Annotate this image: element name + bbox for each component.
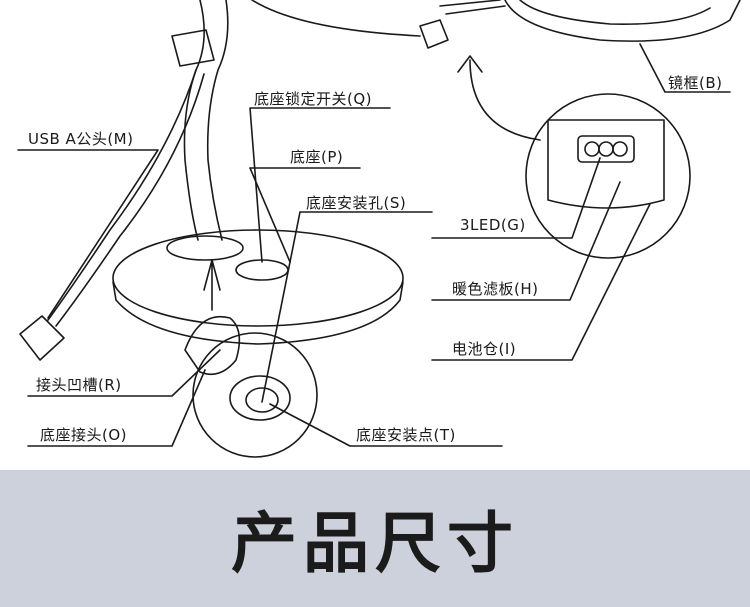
- battery-housing: [547, 119, 665, 209]
- led-module: [577, 135, 635, 163]
- led-1: [584, 141, 600, 157]
- leader-battery: [431, 203, 651, 361]
- leader-usb: [17, 149, 159, 319]
- base-lock-hole: [235, 259, 289, 281]
- usb-cable: [47, 69, 197, 321]
- leader-base-lock: [249, 107, 391, 263]
- label-battery-compartment: 电池仓(I): [452, 340, 517, 358]
- leader-groove: [27, 349, 221, 397]
- clamp: [171, 29, 215, 67]
- product-diagram: 镜框(B) 底座锁定开关(Q) USB A公头(M) 底座(P) 底座安装孔(S…: [17, 0, 741, 458]
- label-base-mount-hole: 底座安装孔(S): [306, 194, 407, 212]
- usb-plug-top: [419, 19, 449, 49]
- label-base-mount-point: 底座安装点(T): [356, 426, 456, 444]
- lamp-illustration: [17, 0, 741, 458]
- leader-mount-hole: [261, 211, 433, 403]
- base-neck: [166, 235, 244, 261]
- label-base-connector: 底座接头(O): [40, 426, 128, 444]
- mirror-frame-leader: [639, 43, 731, 93]
- usb-a-plug: [19, 315, 65, 361]
- mount-point-hole-inner: [245, 387, 279, 413]
- gooseneck-left: [183, 0, 205, 241]
- base-side: [112, 281, 404, 345]
- section-banner: 产品尺寸: [0, 470, 750, 607]
- label-base: 底座(P): [290, 148, 344, 166]
- label-base-lock-switch: 底座锁定开关(Q): [254, 90, 373, 108]
- arrow-battery: [469, 59, 541, 141]
- battery-zoom: [525, 93, 691, 259]
- mirror-frame-inner: [519, 0, 711, 25]
- label-usb-a-male: USB A公头(M): [28, 130, 134, 148]
- leader-led: [431, 157, 601, 239]
- mirror-frame-outline: [504, 0, 741, 42]
- gooseneck-right: [206, 0, 229, 241]
- arrow-head: [457, 55, 483, 73]
- arrow-up: [203, 259, 221, 311]
- base-top: [112, 229, 404, 327]
- mirror-socket: [439, 0, 506, 15]
- mount-point-zoom: [192, 332, 318, 458]
- label-mirror-frame: 镜框(B): [668, 74, 723, 92]
- label-led: 3LED(G): [460, 216, 526, 234]
- usb-cable-2: [55, 73, 205, 327]
- led-2: [598, 141, 614, 157]
- section-title: 产品尺寸: [231, 505, 519, 582]
- leader-base-connector: [27, 369, 206, 447]
- label-warm-filter: 暖色滤板(H): [452, 280, 539, 298]
- led-3: [612, 141, 628, 157]
- mount-point-hole: [229, 375, 291, 421]
- leader-mount-point: [269, 403, 503, 447]
- cable-to-plug: [251, 0, 421, 37]
- leader-base: [249, 167, 361, 263]
- leader-filter: [431, 181, 621, 301]
- label-connector-groove: 接头凹槽(R): [36, 376, 122, 394]
